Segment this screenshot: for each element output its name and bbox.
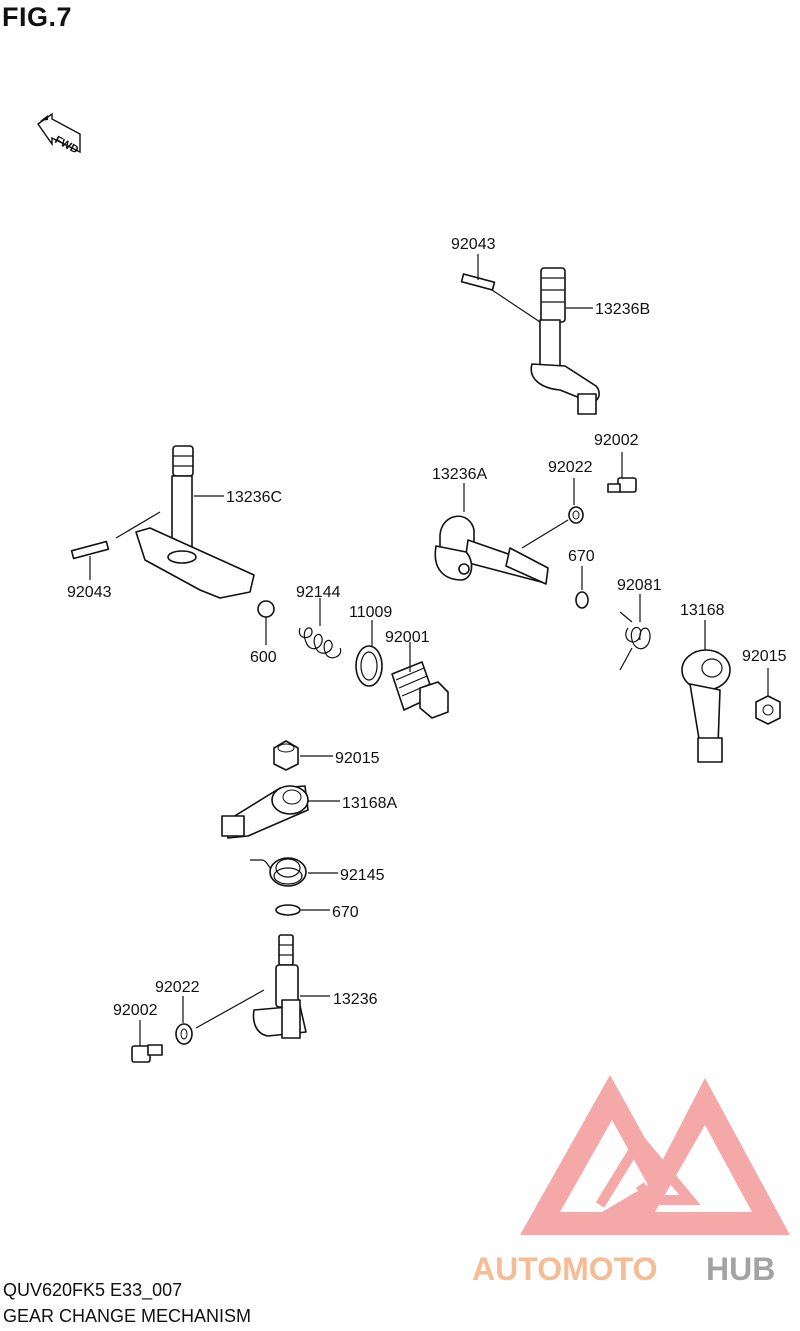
footer-section-title: GEAR CHANGE MECHANISM (3, 1306, 252, 1326)
label-670-mid: 670 (332, 904, 359, 921)
watermark-logo (520, 1075, 790, 1235)
watermark-text-part1: AUTOMOTO (472, 1251, 657, 1287)
label-11009: 11009 (349, 604, 392, 621)
spring-92081 (619, 611, 651, 671)
pin-92043-top (460, 273, 496, 291)
oring-670-top (575, 591, 589, 609)
label-13236a: 13236A (432, 466, 487, 483)
label-92002-bottom: 92002 (113, 1002, 158, 1019)
shaft-13236b (530, 267, 600, 415)
plug-92001 (391, 661, 449, 719)
nut-92015-mid (273, 740, 299, 771)
label-600: 600 (250, 649, 277, 666)
label-92022-bottom: 92022 (155, 979, 200, 996)
shaft-13236a (434, 515, 549, 585)
arm-13168 (681, 649, 731, 763)
washer-92022-top (568, 506, 584, 524)
label-92002-top: 92002 (594, 432, 639, 449)
washer-92022-bottom (175, 1023, 193, 1045)
oring-670-mid (275, 904, 301, 916)
label-670-top: 670 (568, 548, 595, 565)
label-92015-right: 92015 (742, 648, 787, 665)
label-92022-top: 92022 (548, 459, 593, 476)
label-92015-mid: 92015 (335, 750, 380, 767)
gasket-11009 (355, 645, 383, 687)
nut-92015-right (755, 695, 781, 725)
bolt-92002-bottom (131, 1044, 163, 1063)
footer-model-code: QUV620FK5 E33_007 (3, 1280, 183, 1300)
figure-title: FIG.7 (2, 2, 73, 32)
label-13168: 13168 (680, 602, 725, 619)
label-13236c: 13236C (226, 489, 282, 506)
label-92081: 92081 (617, 577, 662, 594)
label-92145: 92145 (340, 867, 385, 884)
label-13236: 13236 (333, 991, 378, 1008)
label-13168a: 13168A (342, 795, 397, 812)
shaft-13236c (135, 445, 255, 599)
arm-13168a (221, 785, 309, 839)
ball-600 (257, 600, 275, 618)
pin-92043-left (70, 540, 110, 560)
watermark-text-part2: HUB (706, 1251, 775, 1287)
spring-92144 (298, 627, 342, 659)
label-92043-left: 92043 (67, 584, 112, 601)
shaft-13236 (252, 934, 307, 1039)
spring-92145 (250, 857, 307, 887)
label-92043-top: 92043 (451, 236, 496, 253)
label-13236b: 13236B (595, 301, 650, 318)
label-92001: 92001 (385, 629, 430, 646)
fwd-arrow-icon: FWD (37, 112, 81, 156)
label-92144: 92144 (296, 584, 341, 601)
bolt-92002-top (607, 477, 637, 493)
